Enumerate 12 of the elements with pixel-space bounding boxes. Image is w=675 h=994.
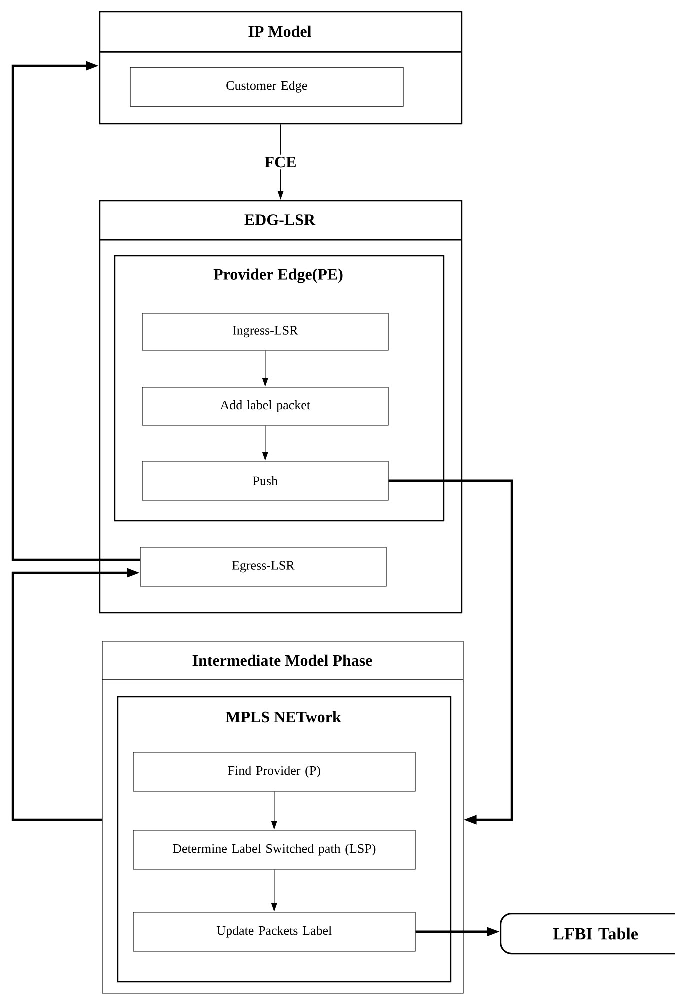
process-box: Update Packets Label (133, 912, 416, 952)
process-box: Determine Label Switched path (LSP) (133, 830, 416, 870)
process-box: Add label packet (142, 387, 389, 426)
arrow (12, 61, 140, 562)
terminal-box: LFBI Table (500, 913, 675, 955)
process-box: Find Provider (P) (133, 752, 416, 792)
edge-label: FCE (262, 154, 299, 170)
process-box: Egress-LSR (140, 547, 387, 587)
process-box: Customer Edge (130, 67, 404, 107)
process-box: Ingress-LSR (142, 313, 389, 351)
process-box: Push (142, 461, 389, 501)
arrow (388, 480, 514, 825)
